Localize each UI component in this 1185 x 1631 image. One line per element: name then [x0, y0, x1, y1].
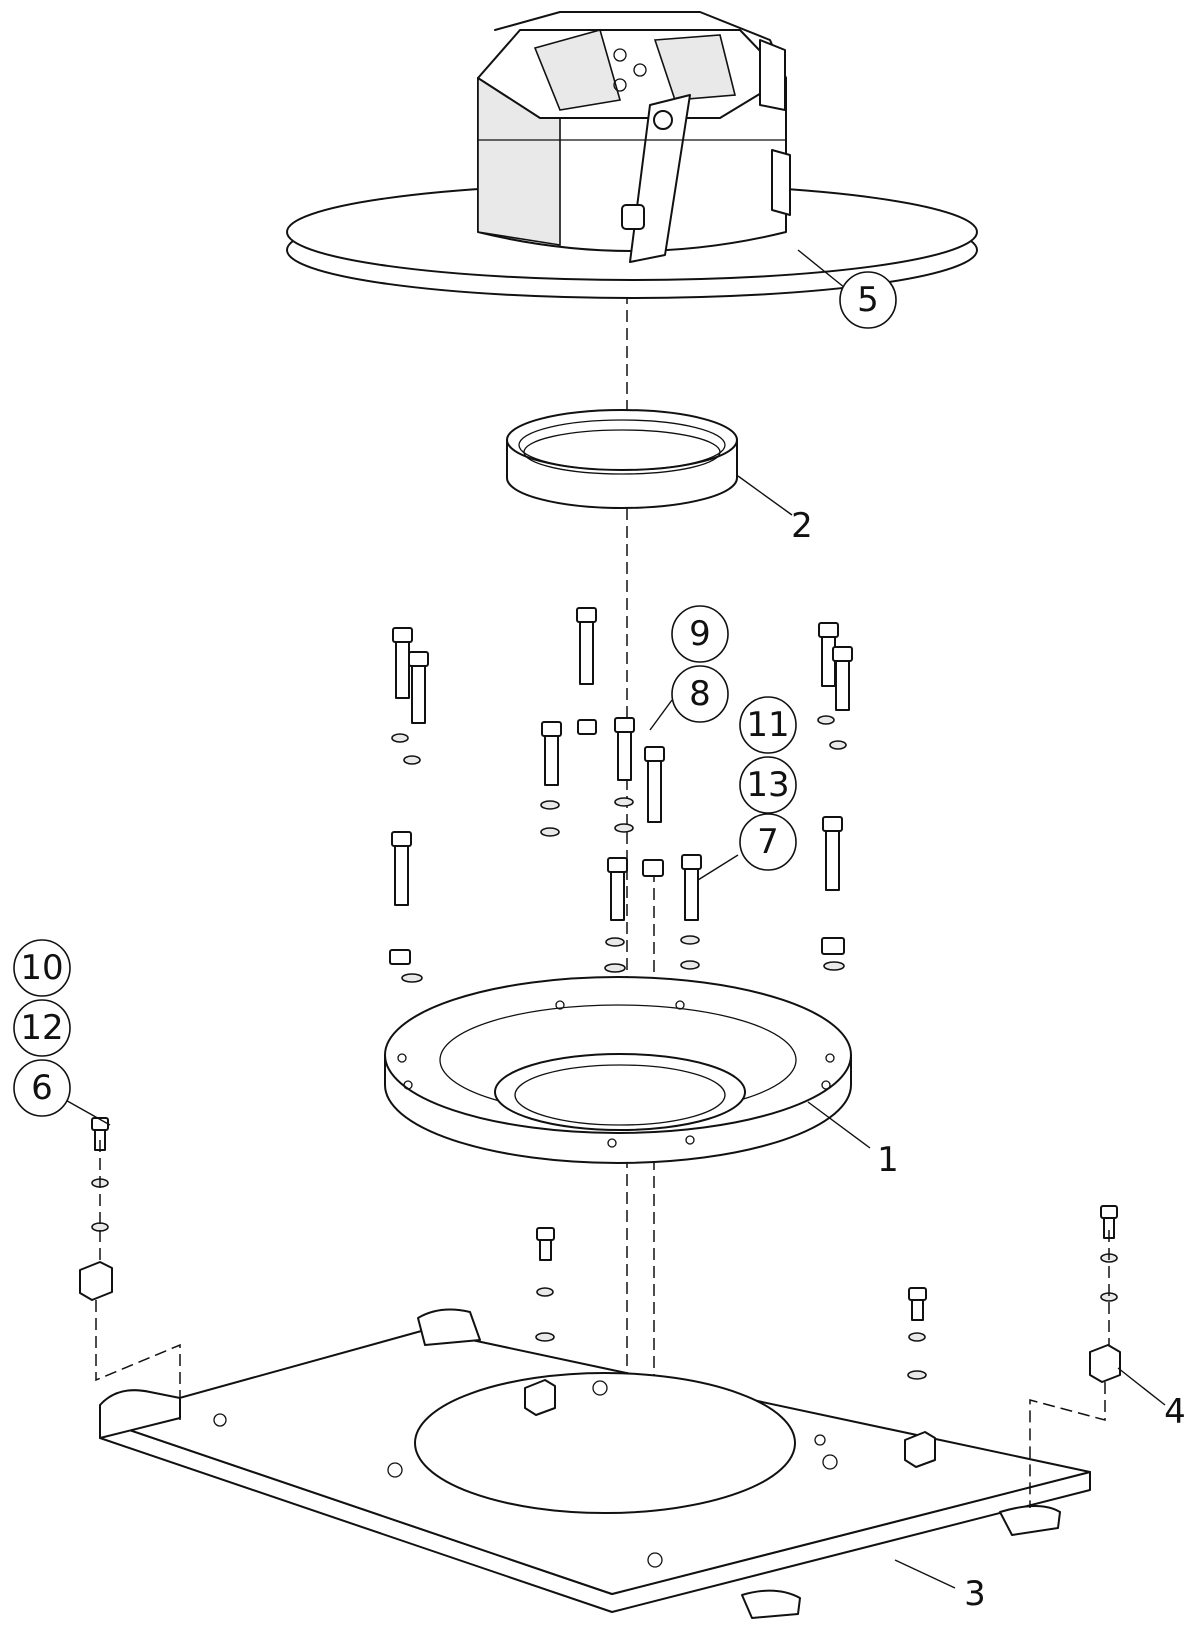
callout-c8: 8 — [671, 665, 729, 723]
callout-circle — [13, 999, 71, 1057]
callout-circle — [739, 696, 797, 754]
callout-c7: 7 — [739, 813, 797, 871]
callout-c11: 11 — [739, 696, 797, 754]
callout-circle — [739, 756, 797, 814]
callout-circle — [671, 665, 729, 723]
callout-c5: 5 — [839, 271, 897, 329]
part-1-flange — [384, 976, 852, 1164]
callout-c3: 3 — [964, 1574, 986, 1614]
bracket-assembly-paths — [95, 1140, 1110, 1508]
callout-c13: 13 — [739, 756, 797, 814]
callout-number: 11 — [746, 705, 789, 745]
callout-number: 3 — [964, 1574, 986, 1614]
callout-circle — [13, 939, 71, 997]
callout-circle — [671, 605, 729, 663]
callout-number: 12 — [20, 1008, 63, 1048]
callout-circle — [13, 1059, 71, 1117]
callout-number: 1 — [877, 1140, 899, 1180]
callout-labels: 5 2 9 8 11 13 7 10 12 6 1 4 3 — [13, 271, 1185, 1614]
callout-c12: 12 — [13, 999, 71, 1057]
callout-number: 5 — [857, 280, 879, 320]
callout-number: 4 — [1164, 1392, 1185, 1432]
callout-c6: 6 — [13, 1059, 71, 1117]
callout-number: 9 — [689, 614, 711, 654]
leader-lines — [61, 249, 1166, 1589]
callout-number: 13 — [746, 765, 789, 805]
part-2-ring — [506, 409, 738, 509]
part-4-brackets — [79, 1261, 1121, 1468]
callout-c9: 9 — [671, 605, 729, 663]
callout-c1: 1 — [877, 1140, 899, 1180]
callout-c2: 2 — [791, 506, 813, 546]
callout-number: 7 — [757, 822, 779, 862]
callout-number: 2 — [791, 506, 813, 546]
callout-number: 6 — [31, 1068, 53, 1108]
callout-number: 8 — [689, 674, 711, 714]
part-5-chuck-housing — [286, 11, 978, 299]
callout-c4: 4 — [1164, 1392, 1185, 1432]
part-3-base-plate — [99, 1308, 1091, 1619]
callout-circle — [739, 813, 797, 871]
callout-circle — [839, 271, 897, 329]
callout-c10: 10 — [13, 939, 71, 997]
callout-number: 10 — [20, 948, 63, 988]
